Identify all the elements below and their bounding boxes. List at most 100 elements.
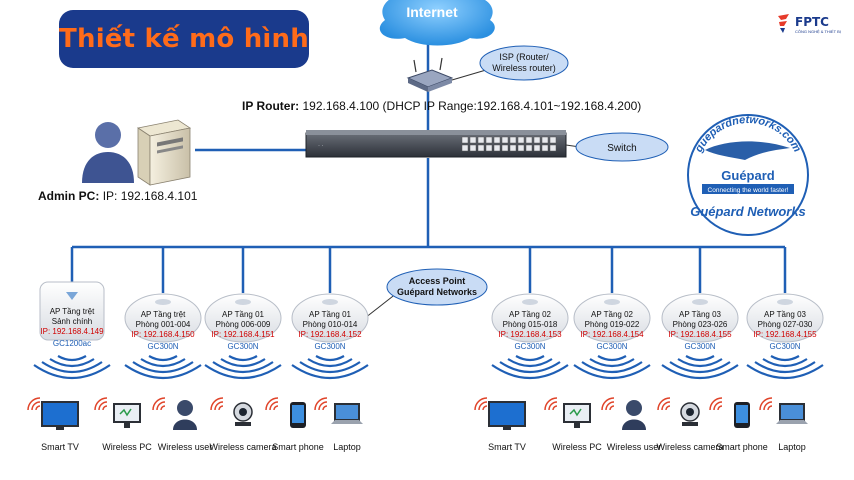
wifi-wave-icon xyxy=(41,361,103,373)
wireless-user-icon xyxy=(601,397,646,430)
ap-room: Phòng 010-014 xyxy=(302,320,358,329)
wifi-wave-icon xyxy=(307,358,353,368)
access-points xyxy=(33,281,824,380)
admin-pc-label: Admin PC: xyxy=(38,189,100,203)
guepard-logo-slogan: Connecting the world faster! xyxy=(708,187,789,194)
wireless-pc-icon xyxy=(544,397,591,428)
device-label: Wireless user xyxy=(157,442,213,452)
svg-text:· ·: · · xyxy=(318,143,324,149)
signal-icon xyxy=(269,401,279,411)
wifi-wave-icon xyxy=(573,364,651,380)
ap-ip: IP: 192.168.4.149 xyxy=(40,327,104,336)
wifi-wave-icon xyxy=(754,361,816,373)
signal-icon xyxy=(31,401,41,411)
fptc-logo-tagline: CÔNG NGHỆ & THIẾT BỊ xyxy=(795,29,841,34)
ap-body-icon xyxy=(746,293,824,343)
signal-icon xyxy=(265,397,279,411)
isp-callout-line1: ISP (Router/ xyxy=(499,52,549,62)
client-devices xyxy=(27,397,808,430)
signal-icon xyxy=(474,397,488,411)
signal-icon xyxy=(35,405,41,411)
signal-icon xyxy=(94,397,108,411)
signal-icon xyxy=(767,405,773,411)
ap-body-icon xyxy=(204,293,282,343)
device-label: Wireless user xyxy=(606,442,662,452)
signal-icon xyxy=(548,401,558,411)
device-label: Smart phone xyxy=(272,442,324,452)
laptop-icon xyxy=(759,397,808,424)
signal-icon xyxy=(218,405,224,411)
wifi-wave-icon xyxy=(581,361,643,373)
signal-icon xyxy=(657,397,671,411)
isp-callout-pointer xyxy=(451,69,487,81)
signal-icon xyxy=(152,397,166,411)
wifi-wave-icon xyxy=(204,364,282,380)
ap-callout-line2: Guépard Networks xyxy=(397,287,477,297)
ap-room: Phòng 001-004 xyxy=(135,320,191,329)
ap-name: AP Tầng 02 xyxy=(509,310,551,319)
ap-model: GC300N xyxy=(769,342,801,351)
ap-name: AP Tầng 03 xyxy=(679,310,721,319)
wireless-camera-icon xyxy=(210,397,253,426)
wifi-wave-icon xyxy=(770,355,800,362)
wifi-wave-icon xyxy=(515,355,545,362)
signal-icon xyxy=(322,405,328,411)
admin-pc-tower-icon xyxy=(136,119,192,186)
wifi-wave-icon xyxy=(140,358,186,368)
ap-room: Phòng 015-018 xyxy=(502,320,558,329)
switch-callout-bubble xyxy=(575,132,669,162)
signal-icon xyxy=(102,405,108,411)
signal-icon xyxy=(609,405,615,411)
ap-body-icon xyxy=(491,293,569,343)
smart-tv-icon xyxy=(27,397,79,430)
device-label: Smart TV xyxy=(488,442,526,452)
admin-user-icon xyxy=(82,122,134,183)
wireless-user-icon xyxy=(152,397,197,430)
wifi-wave-icon xyxy=(291,364,369,380)
access-point-3 xyxy=(204,293,282,380)
ap-body-icon xyxy=(291,293,369,343)
wifi-wave-icon xyxy=(33,364,111,380)
wifi-wave-icon xyxy=(589,358,635,368)
signal-icon xyxy=(665,405,671,411)
ap-model: GC300N xyxy=(514,342,546,351)
wifi-wave-icon xyxy=(124,364,202,380)
device-label: Wireless PC xyxy=(552,442,602,452)
wifi-wave-icon xyxy=(49,358,95,368)
ap-room: Sảnh chính xyxy=(51,317,93,326)
wifi-wave-icon xyxy=(746,364,824,380)
ap-name: AP Tầng 01 xyxy=(222,310,264,319)
ap-ip: IP: 192.168.4.151 xyxy=(211,330,275,339)
router-info: IP Router: 192.168.4.100 (DHCP IP Range:… xyxy=(242,99,641,113)
signal-icon xyxy=(27,397,41,411)
signal-icon xyxy=(713,401,723,411)
ap-name: AP Tầng 02 xyxy=(591,310,633,319)
smart-phone-icon xyxy=(709,397,750,428)
access-point-7 xyxy=(661,293,739,380)
access-point-2 xyxy=(124,293,202,380)
wifi-wave-icon xyxy=(685,355,715,362)
wifi-wave-icon xyxy=(228,355,258,362)
isp-callout-bubble xyxy=(479,45,569,81)
signal-icon xyxy=(552,405,558,411)
wifi-wave-icon xyxy=(661,364,739,380)
wifi-wave-icon xyxy=(491,364,569,380)
title-banner: Thiết kế mô hình xyxy=(59,10,309,68)
router-info-label: IP Router: xyxy=(242,99,300,113)
device-label: Laptop xyxy=(333,442,361,452)
signal-icon xyxy=(544,397,558,411)
ap-room: Phòng 006-009 xyxy=(215,320,271,329)
signal-icon xyxy=(160,405,166,411)
signal-icon xyxy=(214,401,224,411)
signal-icon xyxy=(605,401,615,411)
wireless-camera-icon xyxy=(657,397,700,426)
